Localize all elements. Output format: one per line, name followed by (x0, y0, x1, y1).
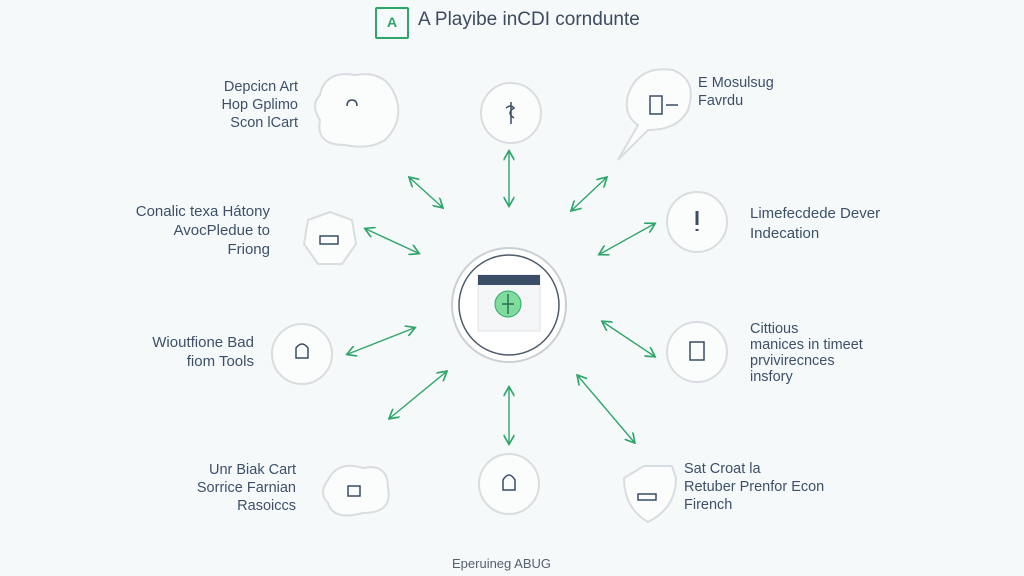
car-icon (319, 235, 339, 245)
footer-caption: Eperuineg ABUG (452, 556, 552, 571)
clipboard-icon (689, 341, 705, 361)
label-line: Sat Croat la (684, 461, 761, 477)
headset-icon (346, 99, 358, 107)
document-arrow-icon (649, 95, 678, 115)
label-line: Cittious (750, 321, 799, 337)
label-line: Scon lCart (230, 115, 298, 131)
connector-arrow (578, 376, 634, 442)
label-line: insfory (750, 369, 793, 385)
label-line: Conalic texa Hátony (135, 203, 270, 220)
central-hub-icon (451, 247, 567, 363)
label-line: Indecation (750, 225, 820, 242)
node-label-mid-left-upper: Conalic texa Hátony AvocPledue to Friong (136, 202, 270, 259)
label-line: Limefecdede Dever (750, 205, 881, 222)
person-icon (295, 343, 309, 359)
node-label-mid-left-lower: Wioutfione Bad fiom Tools (152, 333, 254, 371)
hexagon-icon (302, 210, 358, 265)
label-line: Rasoiccs (237, 498, 296, 514)
node-circle-bottom (478, 453, 540, 515)
label-line: Unr Biak Cart (208, 462, 296, 478)
connector-arrow (390, 372, 446, 418)
label-line: Retuber Prenfor Econ (684, 479, 825, 495)
node-label-mid-right-upper: Limefecdede Dever Indecation (750, 204, 880, 244)
node-label-bottom-left: Unr Biak Cart Sorrice Farnian Rasoiccs (197, 461, 296, 515)
label-line: Hop Gplimo (221, 97, 298, 113)
node-circle-left-lower (271, 323, 333, 385)
label-line: Favrdu (698, 93, 744, 109)
cloud-icon (314, 73, 400, 148)
label-line: prvivirecnces (750, 353, 835, 369)
connector-arrow (572, 178, 606, 210)
node-label-bottom-right: Sat Croat la Retuber Prenfor Econ Firenc… (684, 460, 824, 514)
node-label-top-left: Depcicn Art Hop Gplimo Scon lCart (221, 78, 298, 132)
node-label-mid-right-lower: Cittious manices in timeet prvivirecnces… (750, 321, 863, 385)
label-line: fiom Tools (186, 353, 254, 370)
node-label-top-right: E Mosulsug Favrdu (698, 74, 774, 110)
node-circle-right-lower (666, 321, 728, 383)
connector-arrow (603, 322, 654, 356)
label-line: Friong (227, 241, 270, 258)
label-line: Depcicn Art (223, 79, 298, 95)
page-title: A Playibe inCDI corndunte (418, 9, 640, 30)
connector-arrow (366, 229, 418, 253)
vehicle-icon (637, 493, 657, 501)
cloud-icon-bottom (322, 464, 390, 517)
connector-arrow (410, 178, 442, 207)
label-line: manices in timeet (750, 337, 863, 353)
connector-arrow (600, 224, 654, 254)
lock-icon (502, 474, 516, 491)
label-line: Firench (684, 497, 733, 513)
label-line: E Mosulsug (698, 75, 774, 91)
label-line: AvocPledue to (173, 222, 270, 239)
label-line: Sorrice Farnian (196, 480, 296, 496)
logo-icon: A (375, 7, 409, 39)
dollar-icon (505, 102, 516, 124)
label-line: Wioutfione Bad (152, 334, 254, 351)
cart-icon (347, 485, 361, 497)
connector-arrow (348, 328, 414, 354)
